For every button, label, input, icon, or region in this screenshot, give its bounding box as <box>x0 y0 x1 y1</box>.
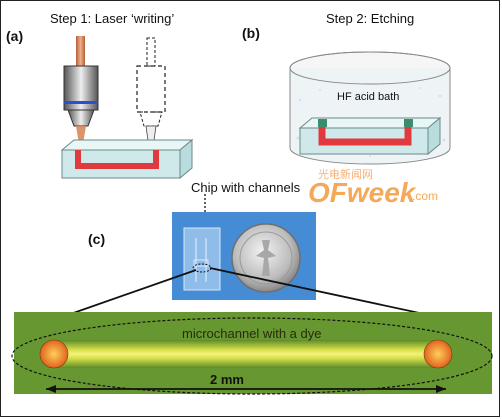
chip-photo <box>172 194 316 300</box>
ofweek-watermark: 光电新闻网 OFweek .com <box>308 167 438 208</box>
panel-a-illustration <box>60 36 194 180</box>
reservoir-right <box>423 339 453 369</box>
chip-label: Chip with channels <box>191 180 301 195</box>
written-channel <box>75 150 159 169</box>
watermark-brand: OFweek <box>308 177 417 208</box>
reservoir-left <box>39 339 69 369</box>
etched-channel <box>318 126 412 146</box>
scale-label: 2 mm <box>210 372 244 387</box>
watermark-cn: 光电新闻网 <box>318 167 373 181</box>
microchannel-photo <box>11 312 493 395</box>
hf-bath-label: HF acid bath <box>337 91 399 103</box>
panel-c-label: (c) <box>88 231 105 247</box>
panel-b-illustration <box>289 51 451 165</box>
zoom-ellipse <box>11 317 493 395</box>
microchannel-label: microchannel with a dye <box>182 326 321 341</box>
objective-dashed-outline <box>146 37 156 67</box>
panel-a-title: Step 1: Laser ‘writing’ <box>50 11 174 26</box>
panel-a-label: (a) <box>6 28 23 44</box>
laser-beam <box>76 36 85 66</box>
panel-b-title: Step 2: Etching <box>326 11 414 26</box>
glass-chip <box>183 227 221 291</box>
panel-b-label: (b) <box>242 25 260 41</box>
dye-channel <box>44 340 446 368</box>
watermark-suffix: .com <box>412 189 438 203</box>
glass-slab-a <box>60 139 194 151</box>
